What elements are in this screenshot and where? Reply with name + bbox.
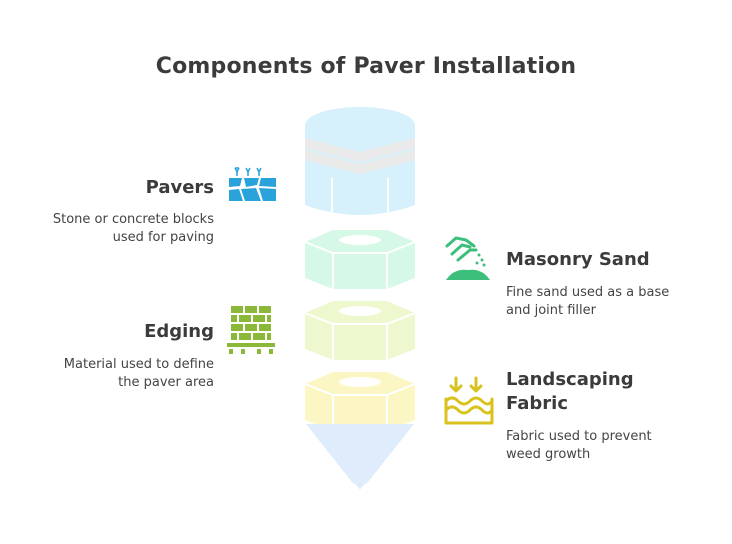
component-description-pavers: Stone or concrete blocks used for paving <box>52 212 214 245</box>
component-description-masonry-sand: Fine sand used as a base and joint fille… <box>506 285 670 318</box>
layer-pavers <box>305 107 415 215</box>
component-description-landscaping-fabric: Fabric used to prevent weed growth <box>506 429 652 462</box>
stack-point <box>306 424 414 493</box>
component-label-landscaping-fabric: Landscaping Fabric <box>506 369 634 414</box>
component-label-pavers: Pavers <box>145 177 214 198</box>
diagram-title: Components of Paver Installation <box>155 54 577 79</box>
layer-landscaping-fabric <box>304 372 416 431</box>
fabric-layer-icon <box>444 376 494 425</box>
component-label-edging: Edging <box>144 321 214 342</box>
sand-pour-icon <box>445 236 490 280</box>
layer-edging <box>304 301 416 360</box>
brick-wall-icon <box>227 306 275 354</box>
component-description-edging: Material used to define the paver area <box>63 357 214 390</box>
component-label-masonry-sand: Masonry Sand <box>506 249 650 270</box>
pavers-icon <box>229 167 276 201</box>
layer-masonry-sand <box>304 230 416 289</box>
